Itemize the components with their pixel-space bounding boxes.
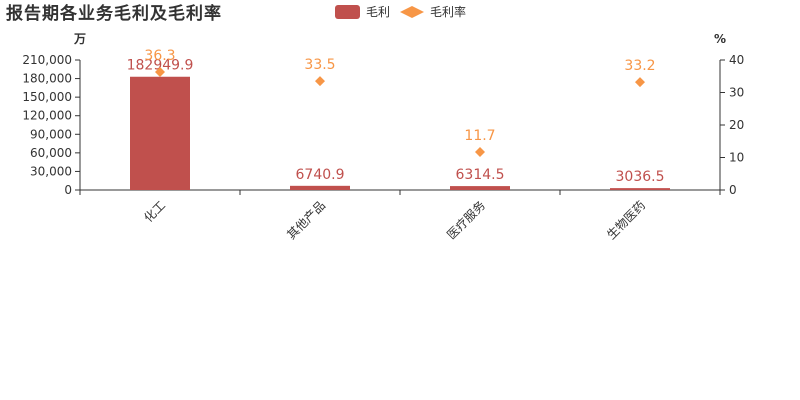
legend-rate-label: 毛利率 — [430, 4, 466, 19]
bar-value-label: 182949.9 — [127, 58, 194, 74]
legend[interactable]: 毛利 毛利率 — [335, 4, 466, 19]
rate-value-label: 11.7 — [464, 128, 495, 144]
left-axis-tick-label: 60,000 — [30, 146, 72, 160]
left-axis-tick-label: 180,000 — [22, 72, 72, 86]
rate-point — [635, 77, 645, 88]
legend-bar-swatch — [335, 5, 360, 19]
right-axis-unit: % — [714, 32, 726, 46]
right-axis-tick-label: 10 — [729, 151, 744, 165]
right-axis-tick-label: 30 — [729, 86, 744, 100]
rate-point — [155, 67, 165, 78]
rate-value-label: 36.3 — [144, 48, 175, 64]
left-axis-tick-label: 0 — [64, 183, 72, 197]
left-axis-tick-label: 30,000 — [30, 164, 72, 178]
x-axis-category-label: 其他产品 — [284, 198, 328, 242]
bar-value-label: 3036.5 — [616, 169, 665, 185]
chart-title: 报告期各业务毛利及毛利率 — [6, 3, 222, 24]
plot-area: 0 30,000 60,000 90,000 120,000 150,000 180,000… — [22, 48, 744, 242]
bar-value-label: 6314.5 — [456, 167, 505, 183]
bar-4 — [610, 188, 670, 190]
right-axis-tick-label: 40 — [729, 53, 744, 67]
left-axis-tick-label: 90,000 — [30, 127, 72, 141]
left-axis-tick-label: 150,000 — [22, 90, 72, 104]
x-axis-category-label: 化工 — [141, 198, 168, 225]
left-axis-tick-label: 210,000 — [22, 53, 72, 67]
left-axis-tick-label: 120,000 — [22, 109, 72, 123]
bar-3 — [450, 186, 510, 190]
rate-value-label: 33.5 — [304, 57, 335, 73]
legend-rate-diamond-icon — [400, 6, 424, 18]
rate-value-label: 33.2 — [624, 58, 655, 74]
right-axis-tick-label: 0 — [729, 183, 737, 197]
x-axis-category-label: 生物医药 — [604, 198, 648, 242]
left-axis-unit: 万 — [73, 32, 86, 46]
rate-point — [475, 146, 485, 157]
bar-1 — [130, 76, 190, 190]
bar-value-label: 6740.9 — [296, 167, 345, 183]
bar-2 — [290, 185, 350, 190]
rate-point — [315, 76, 325, 87]
x-axis-category-label: 医疗服务 — [444, 198, 489, 243]
legend-bar-label: 毛利 — [366, 5, 390, 19]
right-axis-tick-label: 20 — [729, 118, 744, 132]
